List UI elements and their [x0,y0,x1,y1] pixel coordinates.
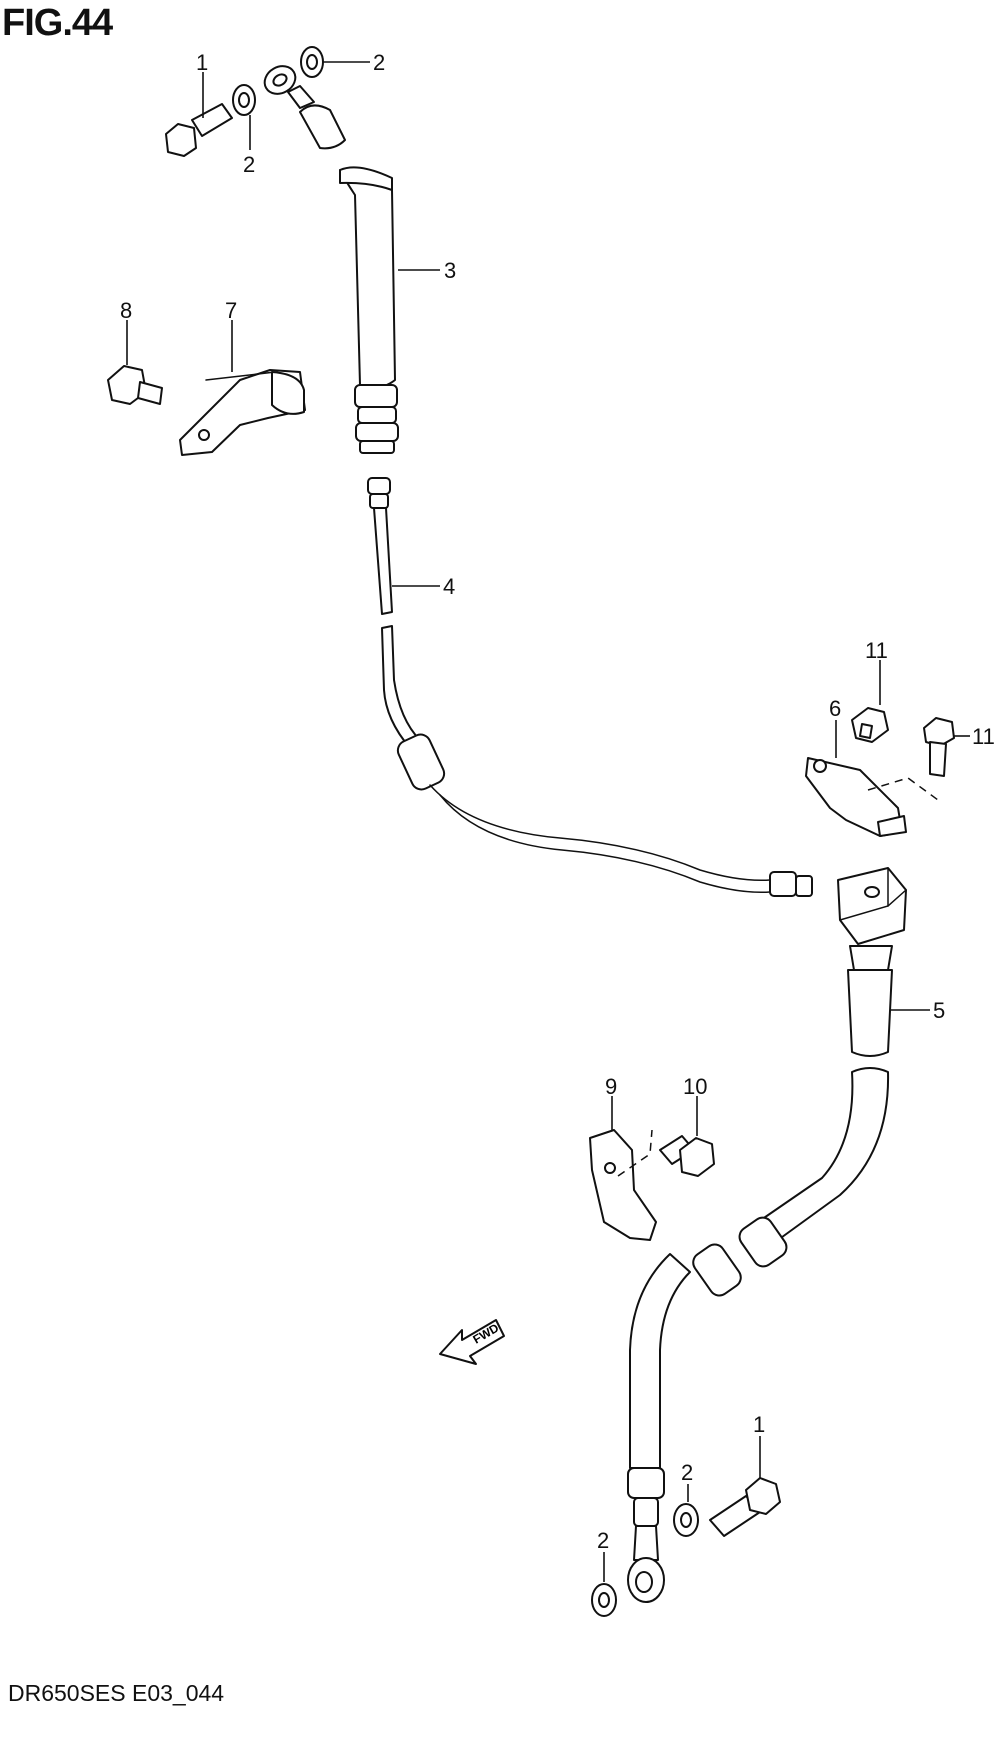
washer-2-b [300,46,370,78]
callout-11-a: 11 [865,638,888,663]
callout-5: 5 [933,998,945,1023]
callout-1-top: 1 [196,50,208,75]
upper-brake-hose [263,65,440,454]
bolt-8 [107,320,163,405]
callout-10: 10 [683,1074,707,1099]
bracket-6 [805,720,939,837]
bolt-11-a [851,660,889,743]
washer-2-c [673,1484,699,1537]
callout-2-d: 2 [597,1528,609,1553]
figure-title: FIG.44 [2,2,113,44]
forward-arrow-icon: FWD [439,1319,505,1365]
callout-8: 8 [120,298,132,323]
callout-1-bottom: 1 [753,1412,765,1437]
bolt-1-bottom [709,1436,781,1537]
bolt-1-top [165,72,233,157]
callout-4: 4 [443,574,455,599]
callout-2-a: 2 [243,152,255,177]
callout-2-c: 2 [681,1460,693,1485]
callout-3: 3 [444,258,456,283]
callout-9: 9 [605,1074,617,1099]
bolt-11-b [923,717,970,777]
callout-6: 6 [829,696,841,721]
callout-7: 7 [225,298,237,323]
figure-code: DR650SES E03_044 [8,1680,225,1706]
washer-2-d [591,1552,617,1617]
brake-pipe [367,477,813,897]
bracket-9 [589,1096,657,1241]
lower-brake-hose [627,867,930,1603]
callouts: 1 2 2 3 8 7 4 11 6 11 5 9 10 1 2 2 [120,50,995,1553]
washer-2-a [232,84,256,150]
callout-2-b: 2 [373,50,385,75]
clamp-7 [179,320,306,456]
callout-11-b: 11 [972,724,995,749]
bolt-10 [659,1096,715,1177]
